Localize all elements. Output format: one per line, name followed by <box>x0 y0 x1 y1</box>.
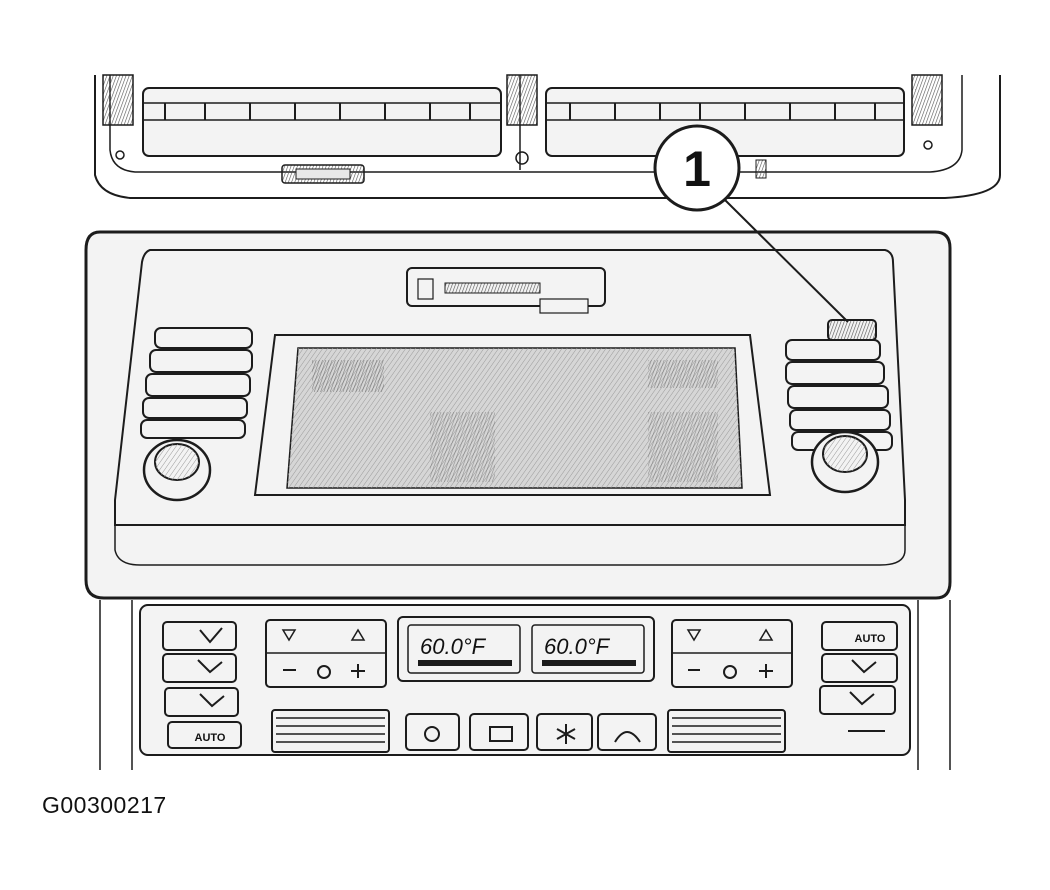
callout-circle <box>653 124 741 212</box>
right-climate-buttons: AUTO <box>819 621 898 732</box>
right-temp-bar <box>542 660 636 666</box>
snowflake-icon <box>556 724 576 744</box>
left-bank-button-5[interactable] <box>140 419 246 439</box>
left-button-bank <box>140 327 253 439</box>
callout-number: 1 <box>683 141 711 197</box>
seat-footwell-icon <box>849 691 875 706</box>
fan-plus-icon <box>351 664 365 678</box>
callout: 1 <box>653 124 849 323</box>
temp-up-icon <box>350 628 366 641</box>
fan-plus-icon <box>759 664 773 678</box>
figure-id: G00300217 <box>42 792 167 818</box>
right-auto-label: AUTO <box>855 633 886 645</box>
seat-vent-icon <box>851 659 877 674</box>
left-auto-label: AUTO <box>195 732 226 744</box>
seat-defrost-icon <box>199 693 225 708</box>
left-bank-button-4[interactable] <box>142 397 248 419</box>
lower-function-buttons <box>405 713 657 751</box>
seat-footwell-icon <box>197 659 223 674</box>
right-bank-button-3[interactable] <box>787 385 889 409</box>
right-auto-button[interactable] <box>821 621 898 651</box>
target-button[interactable] <box>827 319 877 341</box>
seat-vent-icon <box>199 627 223 644</box>
temp-up-icon <box>758 628 774 641</box>
right-vent[interactable] <box>545 74 943 157</box>
cd-slot[interactable] <box>406 267 606 314</box>
fan-icon <box>317 665 331 679</box>
ac-button[interactable] <box>536 713 593 751</box>
left-lower-grille <box>271 709 390 753</box>
temp-down-icon <box>686 629 702 642</box>
left-bank-button-1[interactable] <box>154 327 253 349</box>
hazard-switch[interactable] <box>281 164 365 184</box>
left-vent[interactable] <box>102 74 538 165</box>
right-bank-button-2[interactable] <box>785 361 885 385</box>
recirculation-button[interactable] <box>405 713 460 751</box>
left-air-button-1[interactable] <box>162 621 237 651</box>
right-button-bank <box>785 319 893 451</box>
rear-defrost-button[interactable] <box>469 713 529 751</box>
right-temp-adjust[interactable] <box>671 619 793 688</box>
temperature-display: 60.0°F 60.0°F <box>397 616 655 682</box>
right-lower-grille <box>667 709 786 753</box>
temp-down-icon <box>281 629 297 642</box>
left-rotary-knob[interactable] <box>142 438 212 502</box>
left-air-button-3[interactable] <box>164 687 239 717</box>
callout-leader-line <box>724 199 849 323</box>
rear-defrost-icon <box>489 726 513 742</box>
left-climate-buttons: AUTO <box>162 621 242 749</box>
right-rotary-knob[interactable] <box>810 430 880 494</box>
small-switch[interactable] <box>755 159 767 179</box>
left-air-button-2[interactable] <box>162 653 237 683</box>
display-screen <box>253 334 772 496</box>
recirculation-icon <box>424 726 440 742</box>
left-temp-bar <box>418 660 512 666</box>
left-temp-adjust[interactable] <box>265 619 387 688</box>
left-bank-button-2[interactable] <box>149 349 253 373</box>
right-bank-button-4[interactable] <box>789 409 891 431</box>
left-auto-button[interactable] <box>167 721 242 749</box>
fan-icon <box>723 665 737 679</box>
left-bank-button-3[interactable] <box>145 373 251 397</box>
right-temp-readout: 60.0°F <box>544 634 611 659</box>
right-bank-button-1[interactable] <box>785 339 881 361</box>
defrost-icon <box>614 731 641 743</box>
left-temp-readout: 60.0°F <box>420 634 487 659</box>
